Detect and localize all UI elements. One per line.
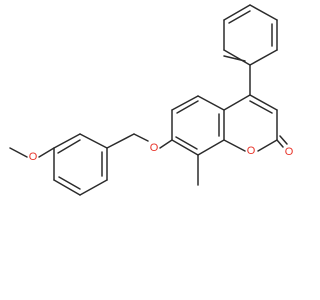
bond bbox=[223, 139, 246, 152]
bond bbox=[276, 139, 284, 148]
bond bbox=[53, 179, 81, 196]
atom-label-oxygen: O bbox=[150, 142, 159, 154]
bond bbox=[79, 133, 108, 149]
bond bbox=[197, 95, 225, 111]
bond-lines bbox=[9, 4, 288, 196]
bond bbox=[249, 49, 278, 66]
atom-label-oxygen: O bbox=[29, 151, 38, 163]
bond bbox=[223, 55, 246, 62]
bond bbox=[159, 139, 173, 149]
bond bbox=[257, 139, 278, 152]
bond bbox=[175, 136, 198, 150]
bond bbox=[249, 94, 278, 111]
bond bbox=[223, 4, 251, 21]
bond bbox=[197, 139, 225, 156]
molecule-structure-diagram: O O O O bbox=[9, 4, 294, 196]
bond bbox=[279, 135, 288, 145]
atom-label-oxygen: O bbox=[247, 145, 256, 157]
bond bbox=[38, 147, 55, 158]
bond bbox=[171, 139, 199, 156]
bond bbox=[223, 94, 251, 111]
bond bbox=[223, 49, 251, 66]
bond bbox=[57, 139, 81, 154]
bond bbox=[106, 133, 135, 149]
bond bbox=[79, 179, 108, 196]
bond bbox=[133, 133, 149, 142]
bond bbox=[249, 100, 273, 114]
atom-label-oxygen: O bbox=[285, 146, 294, 158]
bond bbox=[53, 133, 81, 149]
bond bbox=[249, 4, 278, 21]
bond bbox=[171, 95, 199, 111]
bond bbox=[228, 10, 251, 24]
bond bbox=[9, 147, 28, 158]
bond bbox=[58, 176, 81, 190]
atom-labels: O O O O bbox=[29, 142, 294, 163]
bond bbox=[176, 100, 199, 114]
